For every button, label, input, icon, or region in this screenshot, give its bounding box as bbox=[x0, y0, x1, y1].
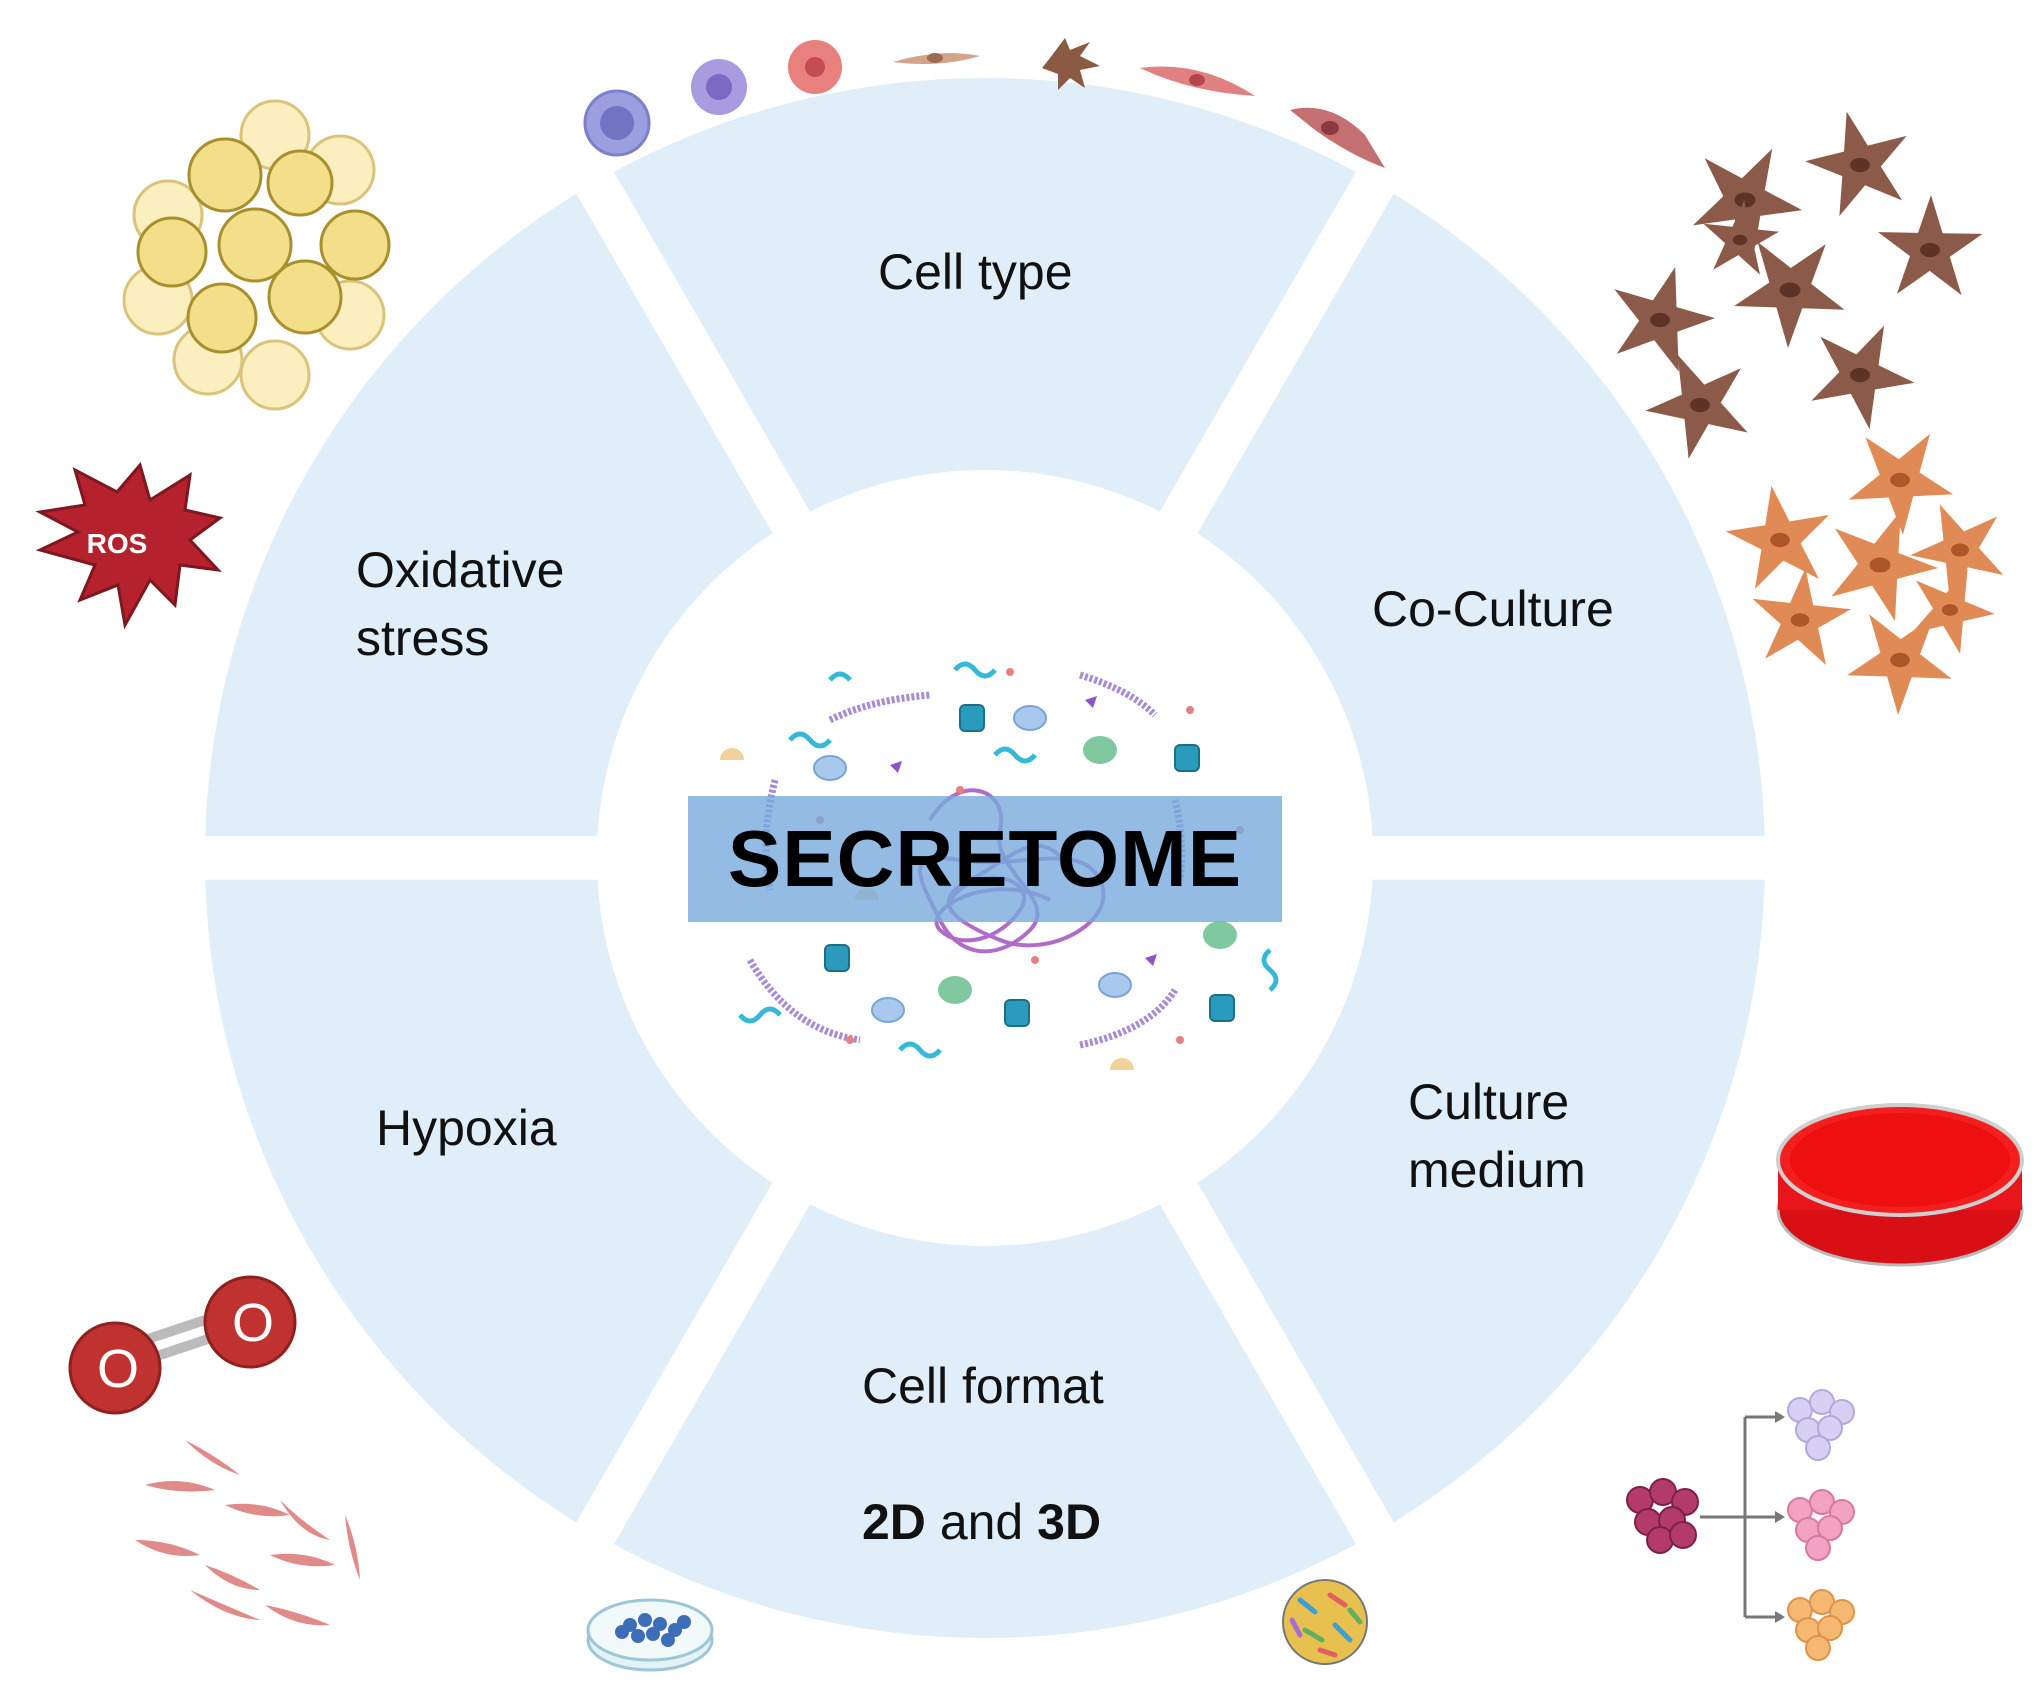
brown-stellate-cell-nucleus bbox=[1690, 397, 1710, 413]
brown-stellate-cell-nucleus bbox=[1779, 282, 1801, 298]
orange-stellate-cell-nucleus bbox=[1941, 604, 1959, 616]
hypoxic-cells-illustration bbox=[135, 1440, 360, 1626]
brown-stellate-cell-nucleus bbox=[1920, 242, 1940, 258]
format-2d: 2D bbox=[862, 1494, 926, 1550]
segment-label-oxidative-stress-line2: stress bbox=[356, 610, 490, 666]
oxygen-molecule-icon bbox=[68, 1275, 297, 1415]
oxygen-atom-label-1: O bbox=[97, 1339, 140, 1399]
ros-label: ROS bbox=[86, 528, 148, 559]
segment-label-culture-medium-line1: Culture bbox=[1408, 1074, 1570, 1130]
orange-stellate-cell-nucleus bbox=[1790, 613, 1810, 627]
ring-segment-hypoxia bbox=[205, 879, 773, 1523]
adipocyte-cluster-illustration bbox=[122, 99, 391, 411]
orange-stellate-cell-nucleus bbox=[1890, 652, 1910, 668]
brown-stellate-cell-nucleus bbox=[1650, 312, 1670, 328]
segment-label-oxidative-stress-line1: Oxidative bbox=[356, 542, 565, 598]
ring-segment-culture-medium bbox=[1197, 879, 1765, 1523]
brown-stellate-cell-nucleus bbox=[1850, 367, 1870, 383]
cell-type-illustrations bbox=[583, 38, 1385, 168]
co-culture-orange-cells-illustration bbox=[1725, 433, 2004, 715]
factor-ring bbox=[205, 77, 1765, 1638]
orange-stellate-cell-nucleus bbox=[1951, 543, 1969, 557]
brown-stellate-cell-nucleus bbox=[1850, 157, 1870, 173]
ring-segment-co-culture bbox=[1197, 193, 1765, 837]
segment-label-culture-medium-line2: medium bbox=[1408, 1142, 1586, 1198]
orange-stellate-cell-nucleus bbox=[1890, 472, 1910, 488]
orange-stellate-cell-nucleus bbox=[1770, 532, 1790, 548]
ros-burst-icon bbox=[35, 461, 224, 630]
segment-label-2d-and-3d: 2D and 3D bbox=[862, 1488, 1101, 1556]
ring-segment-cell-format bbox=[614, 1204, 1356, 1638]
format-joiner: and bbox=[925, 1494, 1038, 1550]
3d-spheroid-icon bbox=[1282, 1579, 1368, 1665]
secretome-title: SECRETOME bbox=[688, 796, 1282, 922]
format-3d: 3D bbox=[1037, 1494, 1102, 1550]
brown-stellate-cell-nucleus bbox=[1734, 192, 1756, 208]
segment-label-cell-type: Cell type bbox=[878, 244, 1073, 300]
spheroid-differentiation-illustration bbox=[1626, 1389, 1855, 1661]
segment-label-cell-format: Cell format bbox=[862, 1358, 1104, 1414]
segment-label-hypoxia: Hypoxia bbox=[376, 1100, 557, 1156]
co-culture-brown-cells-illustration bbox=[1614, 111, 1983, 459]
oxygen-atom-label-2: O bbox=[232, 1293, 275, 1353]
orange-stellate-cell-nucleus bbox=[1869, 557, 1891, 573]
culture-medium-dish-icon bbox=[1776, 1103, 2024, 1267]
ring-segment-cell-type bbox=[614, 77, 1356, 512]
2d-culture-dish-icon bbox=[586, 1598, 714, 1672]
ring-segment-oxidative-stress bbox=[205, 193, 773, 837]
brown-stellate-cell-nucleus bbox=[1732, 234, 1748, 246]
segment-label-co-culture: Co-Culture bbox=[1372, 581, 1614, 637]
